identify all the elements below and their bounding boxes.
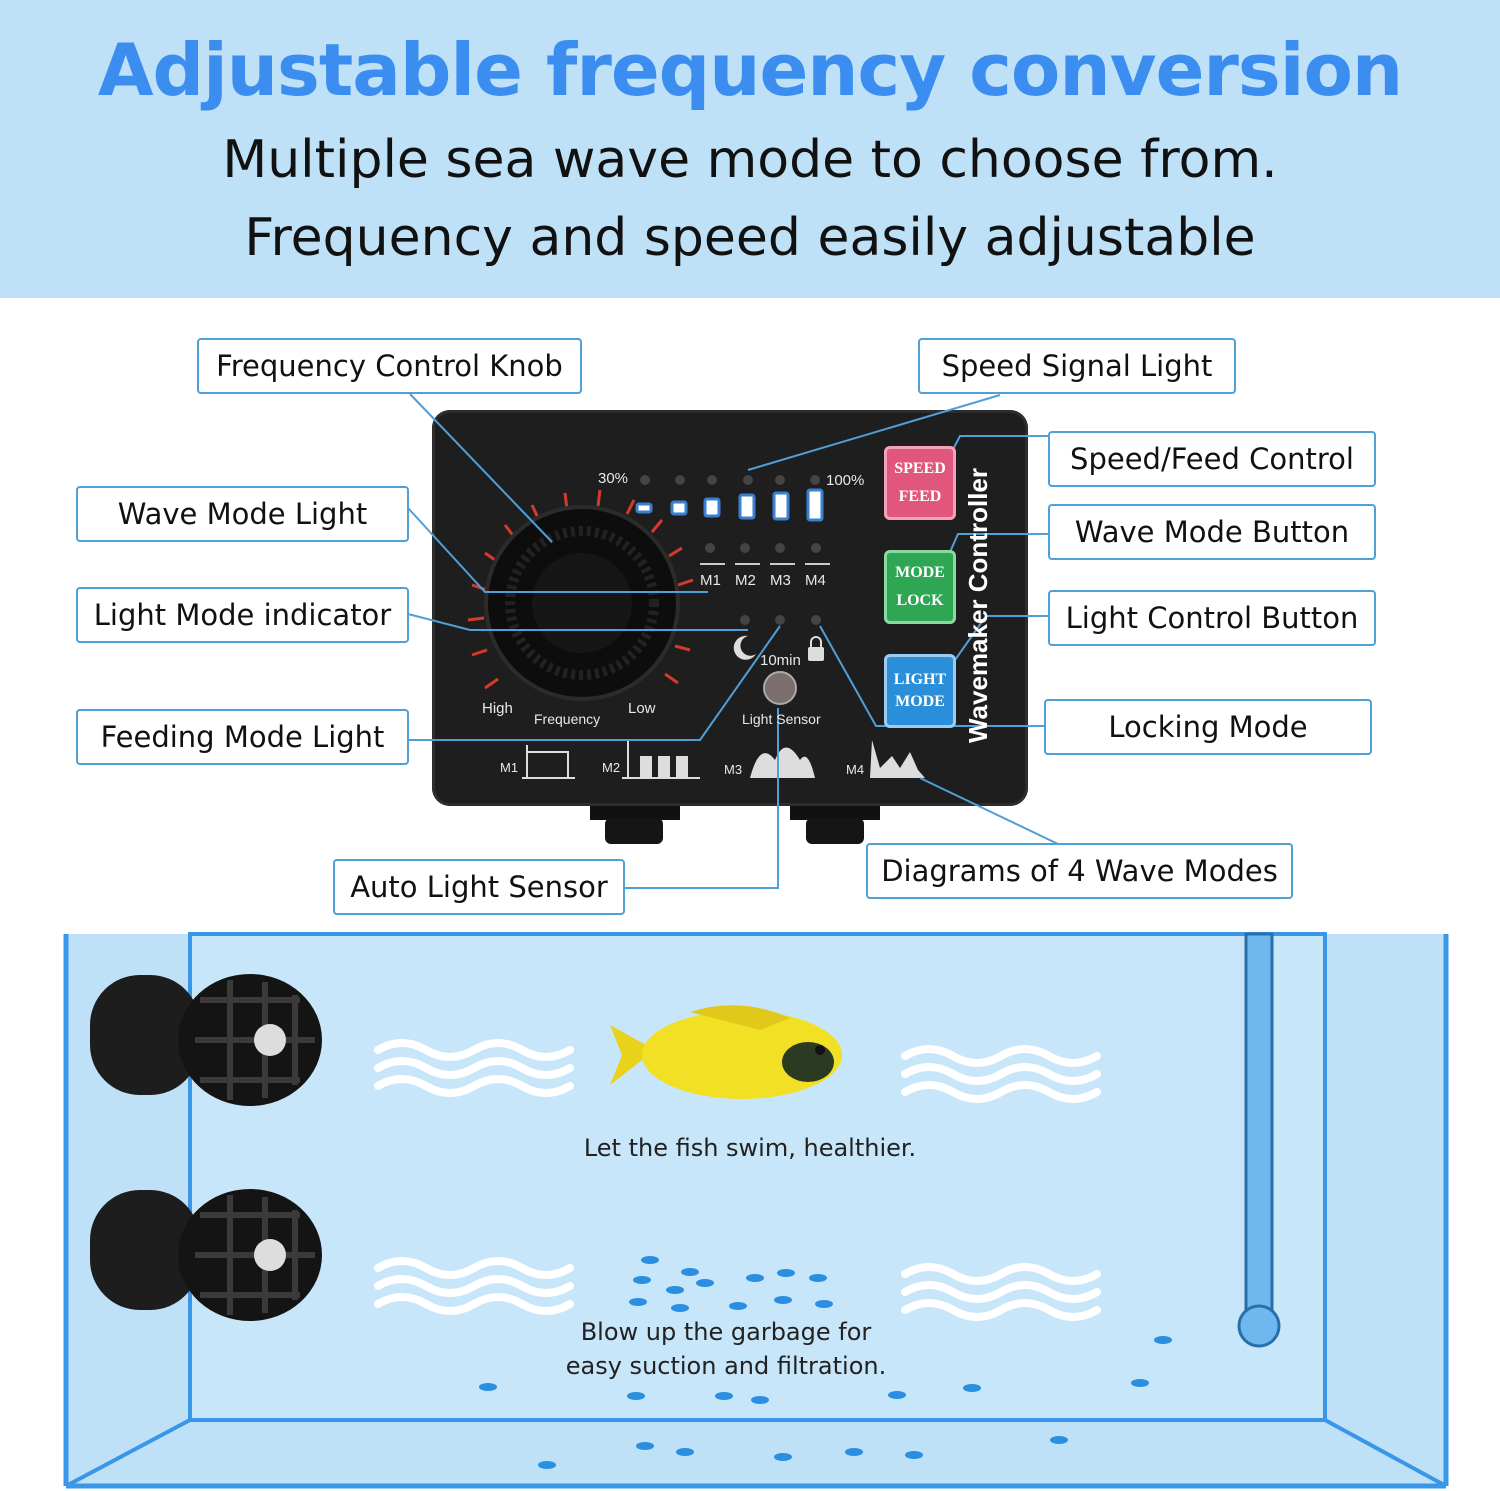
mode-label-m2: M2 <box>735 572 756 589</box>
speed-min-label: 30% <box>598 470 629 487</box>
callout-feeding-mode-light: Feeding Mode Light <box>76 709 409 765</box>
mode-label-m4: M4 <box>805 572 826 589</box>
callout-wave-mode-light: Wave Mode Light <box>76 486 409 542</box>
headline: Adjustable frequency conversion <box>97 28 1403 112</box>
light-sensor-label: Light Sensor <box>742 711 821 727</box>
brand-label-wrap: Wavemaker Controller <box>954 445 1004 765</box>
callout-light-control-button: Light Control Button <box>1048 590 1376 646</box>
brand-label: Wavemaker Controller <box>963 467 994 743</box>
knob-high-label: High <box>482 700 513 717</box>
callout-frequency-knob: Frequency Control Knob <box>197 338 582 394</box>
diagram-label-m4: M4 <box>846 762 865 777</box>
mode-label-m1: M1 <box>700 572 721 589</box>
caption-filtration-1: Blow up the garbage for <box>580 1318 872 1346</box>
diagram-label-m1: M1 <box>500 760 519 775</box>
mode-lock-button[interactable]: MODE LOCK <box>884 550 956 624</box>
light-mode-button[interactable]: LIGHT MODE <box>884 654 956 728</box>
subheadline-2: Frequency and speed easily adjustable <box>244 208 1256 268</box>
speed-button-label: SPEED <box>894 460 946 477</box>
callout-speed-signal-light: Speed Signal Light <box>918 338 1236 394</box>
callout-light-mode-indicator: Light Mode indicator <box>76 587 409 643</box>
mode-label-m3: M3 <box>770 572 791 589</box>
knob-low-label: Low <box>628 700 656 717</box>
diagram-label-m3: M3 <box>724 762 743 777</box>
light-button-label: LIGHT <box>893 671 947 688</box>
callout-auto-light-sensor: Auto Light Sensor <box>333 859 625 915</box>
callout-locking-mode: Locking Mode <box>1044 699 1372 755</box>
caption-filtration-2: easy suction and filtration. <box>565 1352 887 1380</box>
light-mode-button-label: MODE <box>895 693 945 710</box>
wave-pump-icon <box>90 1189 322 1321</box>
timer-label: 10min <box>760 652 801 669</box>
subheadline-1: Multiple sea wave mode to choose from. <box>222 130 1278 190</box>
callout-wave-mode-button: Wave Mode Button <box>1048 504 1376 560</box>
speed-max-label: 100% <box>826 472 865 489</box>
wave-pump-icon <box>90 974 322 1106</box>
callout-speed-feed-control: Speed/Feed Control <box>1048 431 1376 487</box>
lock-button-label: LOCK <box>896 592 944 609</box>
diagram-label-m2: M2 <box>602 760 621 775</box>
header-banner: Adjustable frequency conversion Multiple… <box>0 0 1500 298</box>
callout-wave-mode-diagrams: Diagrams of 4 Wave Modes <box>866 843 1293 899</box>
speed-feed-button[interactable]: SPEED FEED <box>884 446 956 520</box>
fish-icon <box>610 1005 842 1099</box>
feed-button-label: FEED <box>898 488 942 505</box>
mode-button-label: MODE <box>895 564 945 581</box>
knob-frequency-label: Frequency <box>534 711 601 727</box>
caption-fish: Let the fish swim, healthier. <box>583 1134 917 1162</box>
